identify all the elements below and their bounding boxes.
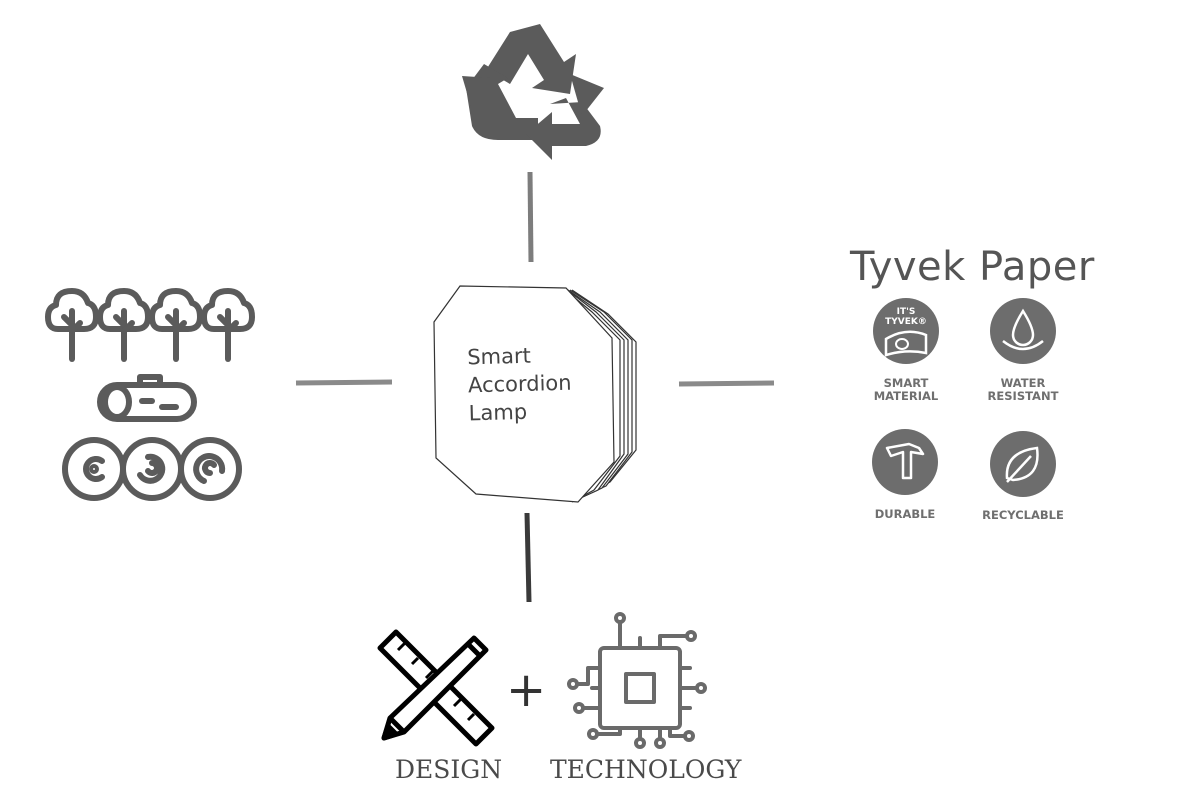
badge-text-line1: IT'S (897, 307, 916, 317)
lamp-label: Smart Accordion Lamp (466, 343, 572, 426)
chip-icon (564, 612, 716, 749)
feature-label-durable: DURABLE (874, 507, 936, 521)
hammer-icon (871, 428, 939, 496)
feature-label-smart-material: SMART MATERIAL (873, 376, 939, 403)
tyvek-title: Tyvek Paper (850, 244, 1095, 290)
ruler-pencil-icon (376, 628, 495, 747)
technology-label: TECHNOLOGY (550, 755, 742, 784)
badge-text-line2: TYVEK® (885, 317, 927, 327)
leaf-icon (989, 430, 1057, 498)
feature-label-recyclable: RECYCLABLE (982, 508, 1064, 522)
trees-logs-icon (44, 285, 259, 505)
tyvek-roll-icon: IT'S TYVEK® (872, 297, 940, 365)
plus-sign: + (506, 662, 547, 718)
feature-label-water-resistant: WATER RESISTANT (987, 376, 1059, 403)
accordion-lamp-illustration (430, 282, 642, 504)
recycle-icon (458, 18, 608, 160)
water-drop-icon (989, 297, 1057, 365)
design-label: DESIGN (395, 755, 503, 784)
